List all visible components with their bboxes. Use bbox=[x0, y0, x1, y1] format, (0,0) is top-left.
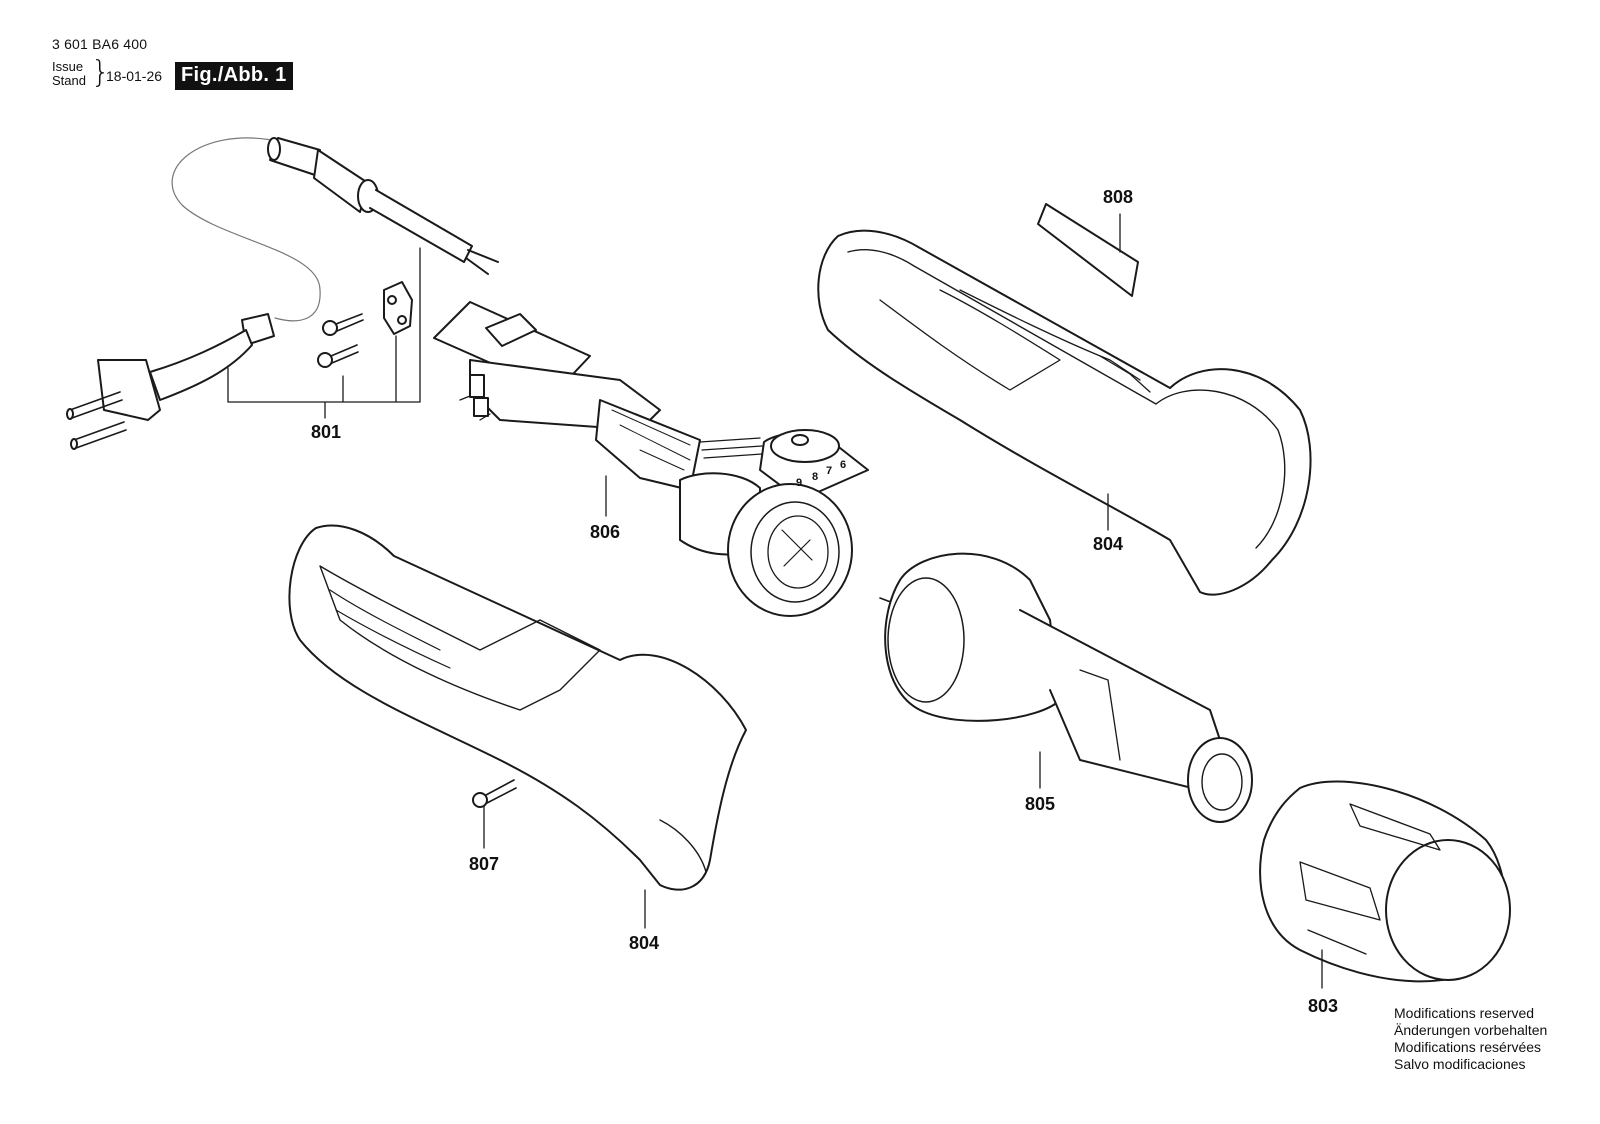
housing-half-upper bbox=[817, 229, 1312, 596]
dial-digit-9: 9 bbox=[796, 477, 802, 489]
title-block: 3 601 BA6 400 Issue Stand } 18-01-26 Fig… bbox=[52, 36, 372, 96]
callout-806: 806 bbox=[590, 522, 621, 542]
brace-icon: } bbox=[91, 55, 111, 90]
power-cord-assembly bbox=[66, 137, 499, 450]
nozzle bbox=[1259, 780, 1511, 989]
housing-half-lower bbox=[288, 524, 747, 929]
callout-803: 803 bbox=[1308, 996, 1339, 1016]
screw-upper bbox=[322, 313, 364, 336]
callout-808: 808 bbox=[1103, 187, 1134, 207]
modifications-notice: Modifications reserved Änderungen vorbeh… bbox=[1394, 1005, 1547, 1073]
label-plate bbox=[1037, 203, 1139, 297]
issue-date: 18-01-26 bbox=[106, 68, 163, 84]
strain-relief-clamp bbox=[383, 281, 413, 335]
electronics-module bbox=[433, 301, 869, 617]
screw-lower bbox=[317, 344, 359, 368]
callout-804-upper: 804 bbox=[1093, 534, 1124, 554]
screw-807 bbox=[472, 779, 517, 849]
stand-label: Stand bbox=[52, 73, 86, 88]
cord-end-upper bbox=[267, 137, 499, 275]
mains-plug bbox=[66, 313, 275, 450]
dial-digit-6: 6 bbox=[840, 459, 846, 471]
dial-digits: 9 8 7 6 bbox=[796, 459, 846, 489]
callout-807: 807 bbox=[469, 854, 500, 874]
notice-en: Modifications reserved bbox=[1394, 1005, 1535, 1021]
callout-801: 801 bbox=[311, 422, 342, 442]
issue-stand-labels: Issue Stand bbox=[52, 60, 86, 88]
dial-digit-8: 8 bbox=[812, 471, 818, 483]
issue-label: Issue bbox=[52, 59, 84, 74]
callout-804-lower: 804 bbox=[629, 933, 660, 953]
callout-805: 805 bbox=[1025, 794, 1056, 814]
dial-digit-7: 7 bbox=[826, 465, 832, 477]
notice-de: Änderungen vorbehalten bbox=[1394, 1022, 1548, 1038]
heating-element-tube bbox=[879, 552, 1253, 823]
notice-es: Salvo modificaciones bbox=[1394, 1056, 1526, 1072]
part-number: 3 601 BA6 400 bbox=[52, 36, 148, 52]
notice-fr: Modifications resérvées bbox=[1394, 1039, 1542, 1055]
figure-label: Fig./Abb. 1 bbox=[175, 62, 293, 90]
